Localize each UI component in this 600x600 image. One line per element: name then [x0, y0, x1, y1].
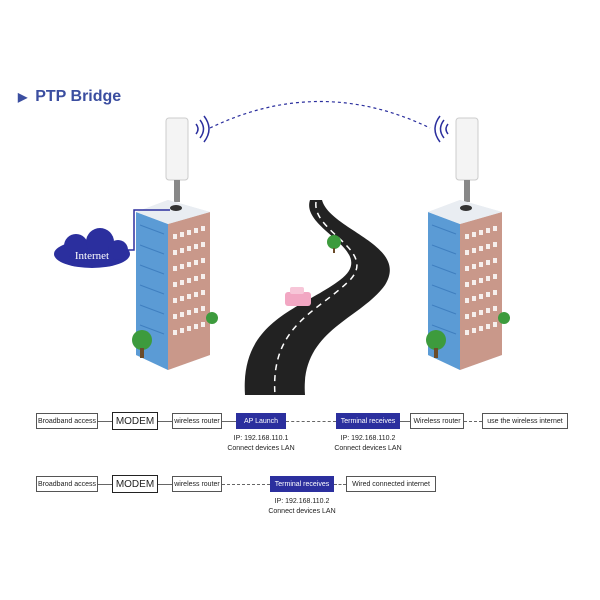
connector-dashed-line [222, 484, 270, 485]
connector-line [98, 484, 112, 485]
terminal-receives-box-2: Terminal receives [270, 476, 334, 492]
connector-dashed-line [286, 421, 336, 422]
wired-internet-box: Wired connected internet [346, 476, 436, 492]
terminal-ip-text-2: IP: 192.168.110.2 [274, 498, 330, 505]
tree-icon [206, 312, 218, 324]
left-building [132, 200, 218, 370]
signal-waves-left-icon [195, 115, 210, 143]
right-antenna-icon [455, 117, 479, 202]
terminal-ip-text: IP: 192.168.110.2 [340, 435, 396, 442]
signal-waves-right-icon [434, 115, 449, 143]
wireless-link-arc [209, 100, 431, 129]
broadband-access-box: Broadband access [36, 413, 98, 429]
use-wireless-internet-box: use the wireless internet [482, 413, 568, 429]
modem-box: MODEM [112, 412, 158, 430]
wireless-router-box-2: Wireless router [410, 413, 464, 429]
pink-car-icon [285, 287, 311, 306]
terminal-lan-text-2: Connect devices LAN [268, 508, 336, 515]
terminal-receives-box: Terminal receives [336, 413, 400, 429]
connector-dashed-line [464, 421, 482, 422]
connector-line [222, 421, 236, 422]
ap-launch-box: AP Launch [236, 413, 286, 429]
play-triangle-icon: ▶ [18, 90, 28, 104]
connector-dashed-line [334, 484, 346, 485]
left-antenna-icon [165, 117, 189, 202]
modem-box-2: MODEM [112, 475, 158, 493]
terminal-info: IP: 192.168.110.2 Connect devices LAN [328, 434, 408, 454]
internet-cloud-icon [54, 228, 130, 268]
terminal-info-2: IP: 192.168.110.2 Connect devices LAN [262, 497, 342, 517]
ap-ip-text: IP: 192.168.110.1 [233, 435, 289, 442]
connector-line [400, 421, 410, 422]
terminal-lan-text: Connect devices LAN [334, 445, 402, 452]
winding-road [244, 200, 390, 396]
ap-lan-text: Connect devices LAN [227, 445, 295, 452]
tree-icon [498, 312, 510, 324]
title-text: PTP Bridge [35, 88, 122, 105]
right-building [426, 200, 510, 370]
wireless-router-box: wireless router [172, 413, 222, 429]
tree-icon [426, 330, 446, 358]
tree-icon [327, 235, 341, 253]
connector-line [158, 484, 172, 485]
ap-info: IP: 192.168.110.1 Connect devices LAN [221, 434, 301, 454]
internet-cable [128, 209, 170, 251]
page-title: ▶ PTP Bridge [18, 88, 121, 106]
wireless-router-box-3: wireless router [172, 476, 222, 492]
connector-line [158, 421, 172, 422]
broadband-access-box-2: Broadband access [36, 476, 98, 492]
tree-icon [132, 330, 152, 358]
internet-label: Internet [75, 250, 109, 262]
connector-line [98, 421, 112, 422]
